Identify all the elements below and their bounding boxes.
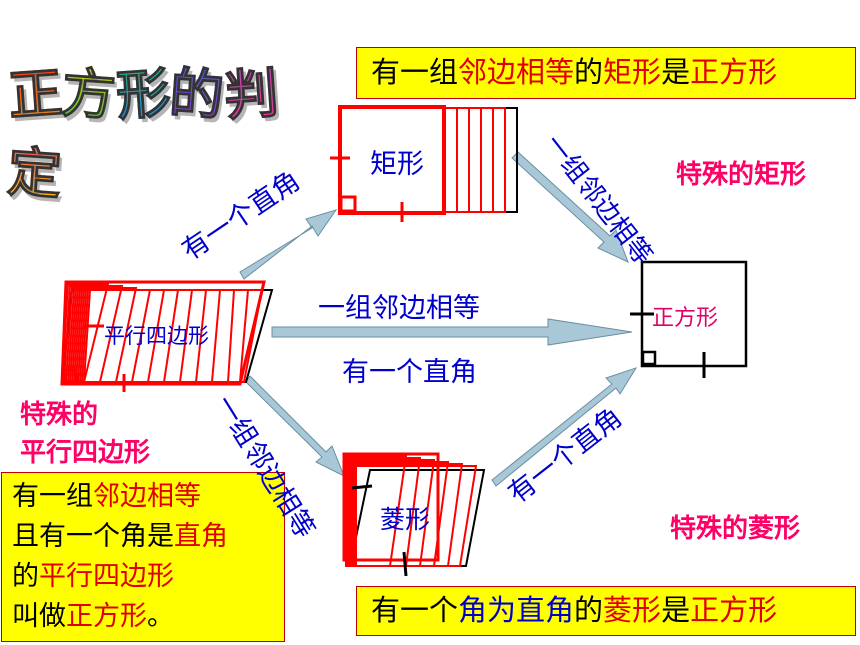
text-segment: 平行四边形	[39, 561, 174, 592]
text-segment: 直角	[174, 521, 228, 552]
text-segment: 的	[574, 593, 604, 627]
text-segment: 有一个	[371, 593, 459, 627]
text-segment: 正方形	[690, 593, 778, 627]
square-shape	[630, 260, 748, 378]
rect-to-square-rule-box: 有一组邻边相等的矩形是正方形	[356, 47, 856, 99]
arrow-label-para-to-square-top: 一组邻边相等	[318, 293, 480, 324]
square-label: 正方形	[652, 306, 719, 331]
rectangle-shape	[330, 105, 518, 222]
arrow-rect-to-square	[511, 151, 629, 263]
arrow-para-to-rhombus	[245, 375, 345, 478]
parallelogram-label: 平行四边形	[104, 324, 209, 348]
parallelogram-shape	[60, 280, 274, 392]
text-segment: 正方形	[66, 601, 147, 632]
rectangle-label: 矩形	[370, 149, 424, 180]
special-parallelogram-label-line1: 特殊的	[20, 400, 99, 430]
text-segment: 。	[147, 601, 174, 632]
text-segment: 正方形	[690, 55, 778, 89]
text-segment: 邻边相等	[93, 481, 201, 512]
text-segment: 菱形	[603, 593, 662, 627]
arrow-para-to-rect	[239, 209, 338, 280]
text-segment: 是	[661, 593, 691, 627]
text-segment: 邻边相等	[458, 55, 575, 89]
rhombus-shape	[342, 452, 486, 577]
arrow-rhombus-to-square	[491, 367, 638, 487]
rhombus-label: 菱形	[380, 505, 431, 534]
arrows	[239, 151, 638, 487]
arrow-label-para-to-square-bottom: 有一个直角	[342, 357, 477, 388]
text-segment: 叫做	[12, 601, 66, 632]
text-segment: 是	[661, 55, 691, 89]
rhombus-to-square-rule-box: 有一个角为直角的菱形是正方形	[356, 586, 856, 636]
text-segment: 有一组	[12, 481, 93, 512]
square-definition-box: 有一组邻边相等 且有一个角是直角 的平行四边形 叫做正方形。	[1, 472, 285, 642]
text-segment: 角为直角	[458, 593, 575, 627]
special-rhombus-label: 特殊的菱形	[670, 514, 801, 544]
special-parallelogram-label-line2: 平行四边形	[20, 438, 151, 468]
arrow-para-to-square	[271, 318, 633, 346]
special-rectangle-label: 特殊的矩形	[676, 160, 807, 190]
text-segment: 的	[574, 55, 604, 89]
text-segment: 的	[12, 561, 39, 592]
text-segment: 且有一个角是	[12, 521, 174, 552]
text-segment: 有一组	[371, 55, 459, 89]
text-segment: 矩形	[603, 55, 662, 89]
